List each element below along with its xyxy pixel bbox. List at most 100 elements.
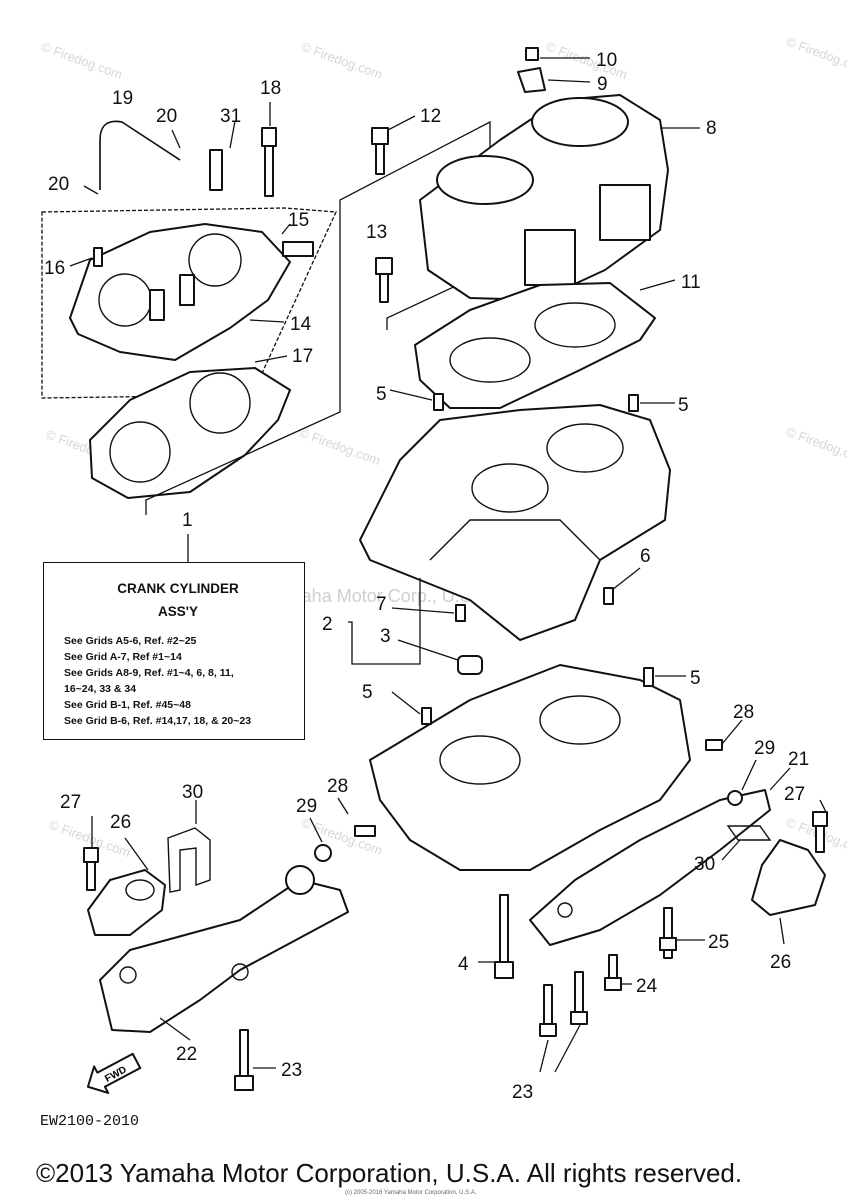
- callout-20-top: 20: [156, 106, 177, 127]
- cylinder-bore-right: [531, 97, 629, 147]
- watermark-mid-right: © Firedog.com: [784, 424, 847, 467]
- callout-5-b: 5: [678, 395, 689, 416]
- head-gasket-bore-left: [109, 421, 171, 483]
- legend-line: See Grids A5-6, Ref. #2~25: [64, 635, 197, 647]
- upper-crankcase: [359, 404, 671, 641]
- dowel-5-a: [433, 393, 444, 411]
- callout-8: 8: [706, 118, 717, 139]
- bolt-23-right-b-head: [570, 1011, 588, 1025]
- callout-16: 16: [44, 258, 65, 279]
- upper-crankcase-group: [359, 393, 671, 675]
- cylinder-bore-left: [436, 155, 534, 205]
- bolt-28-right: [705, 739, 723, 751]
- callout-5-d: 5: [690, 668, 701, 689]
- bracket-left-hole-a: [119, 966, 137, 984]
- cylinder-base-gasket: [414, 282, 656, 409]
- callouts: 10 9 8 12 11 13 5 5 6 7 2 3 5 5 28 29 21…: [44, 50, 809, 1103]
- assembly-bracket-1: [145, 120, 491, 515]
- callout-12: 12: [420, 106, 441, 127]
- base-gasket-bore-right: [534, 302, 616, 348]
- bolt-13-shank: [379, 273, 389, 303]
- bushing-3: [457, 655, 483, 675]
- bolt-23-left-head: [234, 1075, 254, 1091]
- bolt-27-right-shank: [815, 825, 825, 853]
- water-hose-inner: [99, 120, 181, 190]
- watermark-top-center: © Firedog.com: [299, 39, 384, 82]
- bolt-13-head: [375, 257, 393, 275]
- washer-29-right: [727, 790, 743, 806]
- crank-bore-left: [471, 463, 549, 513]
- legend-line: See Grid A-7, Ref #1~14: [64, 651, 182, 663]
- dowel-5-d: [643, 667, 654, 687]
- callout-9: 9: [597, 74, 608, 95]
- bolt-25-shank: [663, 907, 673, 959]
- legend-box: CRANK CYLINDER ASS'Y See Grids A5-6, Ref…: [43, 562, 305, 740]
- drawing-code: EW2100-2010: [40, 1113, 140, 1130]
- copyright-notice: ©2013 Yamaha Motor Corporation, U.S.A. A…: [36, 1158, 743, 1188]
- watermark-mid-center: © Firedog.com: [297, 425, 382, 468]
- engine-mount-left: [87, 869, 166, 936]
- fwd-arrow-shape: [86, 1052, 142, 1094]
- lower-bore-right: [539, 695, 621, 745]
- engine-mount-bracket-right: [529, 789, 771, 946]
- dowel-5-b: [628, 394, 639, 412]
- legend-subtitle: ASS'Y: [158, 604, 198, 619]
- water-hose: [99, 120, 181, 190]
- callout-28-right: 28: [733, 702, 754, 723]
- fitting-15: [282, 241, 314, 257]
- callout-15: 15: [288, 210, 309, 231]
- dowel-6: [603, 587, 614, 605]
- callout-25: 25: [708, 932, 729, 953]
- legend-title: CRANK CYLINDER: [117, 581, 239, 596]
- callout-13: 13: [366, 222, 387, 243]
- bolt-27-left-shank: [86, 861, 96, 891]
- bolt-18-head: [261, 127, 277, 147]
- bolt-23-right-a-head: [539, 1023, 557, 1037]
- bolt-25-head: [659, 937, 677, 951]
- legend-line: See Grids A8-9, Ref. #1~4, 6, 8, 11,: [64, 667, 234, 679]
- lower-crankcase-group: [369, 664, 691, 979]
- fwd-arrow: FWD: [86, 1052, 142, 1094]
- callout-1: 1: [182, 510, 193, 531]
- bracket-left-boss: [285, 865, 315, 895]
- bolt-23-right-b-shank: [574, 971, 584, 1018]
- callout-5-c: 5: [362, 682, 373, 703]
- callout-30-left: 30: [182, 782, 203, 803]
- callout-23-right: 23: [512, 1082, 533, 1103]
- pin-16: [93, 247, 103, 267]
- callout-19: 19: [112, 88, 133, 109]
- bolt-23-left-shank: [239, 1029, 249, 1081]
- watermark-top-far-right: © Firedog.com: [784, 34, 847, 77]
- bolt-28-left: [354, 825, 376, 837]
- bolt-4-head: [494, 961, 514, 979]
- bracket-right-hole: [557, 902, 573, 918]
- legend-line: 16~24, 33 & 34: [64, 683, 137, 695]
- head-cover-post-a: [179, 274, 195, 306]
- callout-23-left: 23: [281, 1060, 302, 1081]
- callout-14: 14: [290, 314, 312, 335]
- lower-crankcase: [369, 664, 691, 871]
- callout-5-a: 5: [376, 384, 387, 405]
- bolt-4-shank: [499, 894, 509, 966]
- bolt-27-right: [812, 811, 828, 827]
- bolt-18-shank: [264, 145, 274, 197]
- bolt-12-head: [371, 127, 389, 145]
- temperature-sensor: [209, 149, 223, 191]
- leader-lines: [69, 57, 827, 1073]
- callout-28-left: 28: [327, 776, 348, 797]
- shim-30-right: [726, 825, 772, 841]
- engine-mount-right: [751, 839, 826, 916]
- exhaust-port-right: [599, 184, 651, 241]
- callout-27-left: 27: [60, 792, 81, 813]
- callout-31: 31: [220, 106, 241, 127]
- callout-17: 17: [292, 346, 313, 367]
- callout-3: 3: [380, 626, 391, 647]
- watermark-yamaha: Yamaha Motor Corp., U.S.A.: [266, 586, 494, 606]
- dowel-5-c: [421, 707, 432, 725]
- callout-7: 7: [376, 594, 387, 615]
- engine-mount-bracket-left: [99, 879, 349, 1033]
- dowel-7: [455, 604, 466, 622]
- bracket-2: [348, 578, 421, 665]
- head-gasket-bore-right: [189, 372, 251, 434]
